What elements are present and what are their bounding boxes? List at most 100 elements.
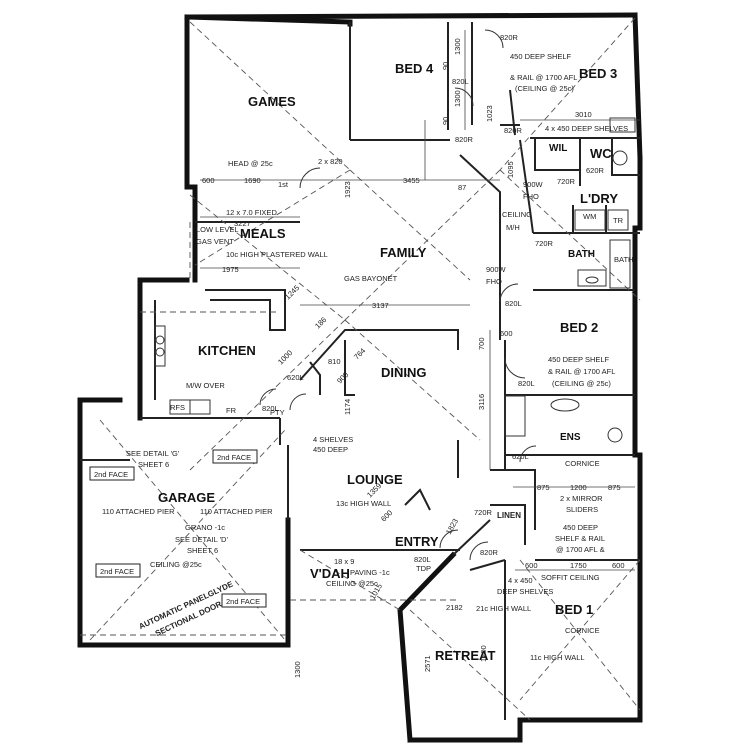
- room-label-garage: GARAGE: [158, 490, 215, 505]
- plan-note-ceiling-25c: CEILING @25c: [150, 560, 202, 569]
- dimension-label-d1300-b: 1300: [453, 90, 462, 107]
- plan-note-first: 1st: [278, 180, 289, 189]
- plan-note-fixed: 12 x 7.0 FIXED: [226, 208, 277, 217]
- second-face-tag: 2nd FACE: [221, 593, 267, 608]
- room-label-lounge: LOUNGE: [347, 472, 403, 487]
- plan-note-bed2-shelf: 450 DEEP SHELF: [548, 355, 610, 364]
- second-face-tag: 2nd FACE: [95, 563, 141, 578]
- plan-note-deep-shelves-1: 4 x 450: [508, 576, 533, 585]
- dimension-label-d820l-c: 820L: [518, 379, 535, 388]
- dimension-label-d1174: 1174: [343, 399, 352, 415]
- dimension-label-d3116: 3116: [477, 394, 486, 410]
- plan-note-low-level-gas-1: LOW LEVEL: [196, 225, 239, 234]
- dimension-label-d700: 700: [477, 337, 486, 350]
- plan-note-vdah-paving: PAVING -1c: [350, 568, 390, 577]
- plan-note-ceiling-mh-2: M/H: [506, 223, 520, 232]
- plan-note-bed3-rail: & RAIL @ 1700 AFL: [510, 73, 577, 82]
- plan-note-bed2-ceiling: (CEILING @ 25c): [552, 379, 611, 388]
- dimension-label-d600-d: 600: [525, 561, 538, 570]
- plan-note-grano: GRANO -1c: [185, 523, 225, 532]
- plan-note-door-2x820: 2 x 820: [318, 157, 343, 166]
- plan-note-shelves-450b: 450 DEEP: [313, 445, 348, 454]
- exterior-walls: [77, 12, 643, 743]
- room-label-family: FAMILY: [380, 245, 427, 260]
- plan-note-face-2: 2nd FACE: [94, 470, 128, 479]
- plan-note-vdah-size: 18 x 9: [334, 557, 354, 566]
- plan-note-bed1-shelf-3: @ 1700 AFL &: [556, 545, 605, 554]
- plan-note-detail-d-2: SHEET 6: [187, 546, 218, 555]
- plan-note-fho-900w-b1: 900W: [486, 265, 507, 274]
- plan-note-cornice-2: CORNICE: [565, 459, 600, 468]
- dimension-label-d620l: 620L: [287, 373, 304, 382]
- dimension-label-d1300-a: 1300: [453, 38, 462, 55]
- plan-note-pier-1: 110 ATTACHED PIER: [102, 507, 175, 516]
- dimension-label-d1975: 1975: [222, 265, 239, 274]
- second-face-tag: 2nd FACE: [212, 449, 258, 464]
- plan-note-bed3-shelf: 450 DEEP SHELF: [510, 52, 572, 61]
- dimension-label-d3455: 3455: [403, 176, 420, 185]
- dimension-label-d1823: 1823: [444, 517, 460, 536]
- dimension-label-d875-a: 875: [537, 483, 550, 492]
- plan-note-bed2-rail: & RAIL @ 1700 AFL: [548, 367, 615, 376]
- dimension-label-d900: 900: [335, 370, 350, 385]
- plan-note-face-1: 2nd FACE: [217, 453, 251, 462]
- dimension-label-d820l-d: 820L: [262, 404, 279, 413]
- plan-note-ceiling-mh-1: CEILING: [502, 210, 532, 219]
- plan-note-head: HEAD @ 25c: [228, 159, 273, 168]
- plan-note-face-4: 2nd FACE: [226, 597, 260, 606]
- plan-note-pier-2: 110 ATTACHED PIER: [200, 507, 273, 516]
- dimension-label-d810: 810: [328, 357, 341, 366]
- dimension-lines: [200, 30, 640, 571]
- room-label-linen: LINEN: [497, 511, 521, 520]
- dimension-label-d90-a: 90: [441, 117, 450, 125]
- dimension-label-d600-b: 600: [500, 329, 513, 338]
- dimension-label-d1690: 1690: [244, 176, 261, 185]
- roof-lines: [80, 17, 641, 721]
- room-label-wil: WIL: [549, 143, 567, 154]
- plan-note-mw-over: M/W OVER: [186, 381, 225, 390]
- room-labels: GAMES BED 4 BED 3 MEALS FAMILY KITCHEN D…: [158, 61, 618, 663]
- room-label-bed1: BED 1: [555, 602, 593, 617]
- plan-note-shelves-450: 4 SHELVES: [313, 435, 353, 444]
- plan-note-bath-small: BATH: [614, 255, 633, 264]
- dimension-label-d600-a: 600: [202, 176, 215, 185]
- plan-note-cornice-1: CORNICE: [565, 626, 600, 635]
- room-label-bath: BATH: [568, 249, 595, 260]
- room-label-vdah: V'DAH: [310, 566, 350, 581]
- plan-note-detail-g-2: SHEET 6: [138, 460, 169, 469]
- dimension-label-d1095: 1095: [506, 161, 515, 178]
- plan-note-gas-bayonet: GAS BAYONET: [344, 274, 398, 283]
- room-label-ldry: L'DRY: [580, 191, 618, 206]
- room-label-wc: WC: [590, 146, 612, 161]
- plan-note-soffit: SOFFIT CEILING: [541, 573, 600, 582]
- dimension-label-d600-e: 600: [612, 561, 625, 570]
- plan-note-mirror-2: SLIDERS: [566, 505, 598, 514]
- dimension-label-d820r-d: 820R: [480, 548, 499, 557]
- room-label-games: GAMES: [248, 94, 296, 109]
- plan-note-fho-900w-b2: FHO: [486, 277, 502, 286]
- dimension-label-d1200-a: 1200: [570, 483, 587, 492]
- dimension-label-d90-b: 90: [441, 62, 450, 70]
- plan-note-low-level-gas-2: GAS VENT: [196, 237, 234, 246]
- interior-walls: [80, 22, 640, 720]
- dimension-label-d1300-c: 1300: [293, 661, 302, 678]
- dimension-label-d820r-b: 820R: [504, 126, 523, 135]
- plan-note-tdp: TDP: [416, 564, 431, 573]
- dimension-label-d1750: 1750: [570, 561, 587, 570]
- plan-note-bed3-ceiling: (CEILING @ 25c): [515, 84, 574, 93]
- dimension-label-d1200-b: 1200: [479, 645, 488, 662]
- second-face-tag: 2nd FACE: [89, 466, 135, 481]
- dimension-label-d1000: 1000: [276, 348, 294, 366]
- dimension-label-d820l-b: 820L: [505, 299, 522, 308]
- dimension-label-d820r-a: 820R: [500, 33, 519, 42]
- dimension-label-d820l-e: 820L: [414, 555, 431, 564]
- dimension-label-d3227: 3227: [234, 219, 251, 228]
- room-label-kitchen: KITCHEN: [198, 343, 256, 358]
- room-label-bed2: BED 2: [560, 320, 598, 335]
- dimension-label-d600-c: 600: [379, 508, 394, 523]
- dimension-label-d1023: 1023: [485, 105, 494, 122]
- plan-note-bed1-shelf-1: 450 DEEP: [563, 523, 598, 532]
- fixtures: [154, 117, 636, 443]
- plan-note-bed1-shelf-2: SHELF & RAIL: [555, 534, 605, 543]
- plan-note-detail-d-1: SEE DETAIL 'D': [175, 535, 228, 544]
